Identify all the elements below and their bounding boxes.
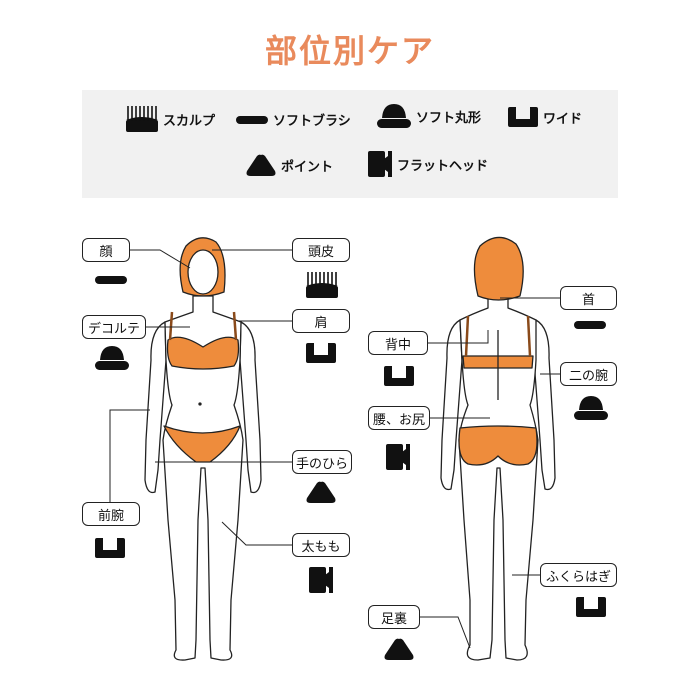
legend-label: ソフト丸形 [416,110,482,126]
legend-label: ポイント [281,159,334,175]
soft-brush-icon [95,276,127,284]
front-briefs [163,425,241,463]
back-briefs [458,425,538,466]
point-icon [384,637,414,661]
page-title: 部位別ケア [264,32,435,70]
label-hips: 腰、お尻 [368,406,430,430]
wide-icon [576,597,606,617]
legend-item-wide: ワイド [508,107,582,127]
back-left-arm [440,319,463,491]
wide-icon [384,366,414,386]
soft-round-icon [574,396,608,420]
scalp-icon [306,272,338,298]
flat-head-icon [386,444,410,470]
front-left-arm [144,321,167,494]
label-neck: 首 [560,286,617,310]
soft-round-icon [95,346,129,370]
label-calf: ふくらはぎ [540,563,617,587]
soft-brush-icon [574,321,606,329]
label-scalp: 頭皮 [292,238,350,262]
label-face: 顔 [82,238,130,262]
legend: スカルプ ソフトブラシ ソフト丸形 ワイド ポイント フラットヘッド [82,90,618,198]
flat-head-icon [309,567,333,593]
label-palm: 手のひら [292,450,352,474]
label-thigh: 太もも [292,533,350,557]
legend-label: ワイド [543,111,583,127]
front-right-arm [239,321,262,494]
legend-label: スカルプ [163,113,216,129]
leader-lines [109,249,560,649]
legend-label: ソフトブラシ [273,114,351,129]
label-decollete: デコルテ [82,315,146,339]
wide-icon [306,343,336,363]
back-figure [440,236,556,661]
front-figure [144,237,262,661]
front-face [187,249,219,295]
back-hair [473,236,524,301]
front-torso-legs [162,295,244,661]
legend-label: フラットヘッド [397,158,489,174]
wide-icon [95,538,125,558]
legend-item-soft-round: ソフト丸形 [377,104,481,128]
front-bra [166,336,240,370]
label-shoulder: 肩 [292,309,350,333]
label-back: 背中 [368,331,428,355]
label-upper-arm: 二の腕 [560,362,617,386]
back-torso-legs [458,291,539,661]
legend-item-point: ポイント [246,153,333,177]
legend-item-scalp: スカルプ [126,106,215,132]
back-right-arm [533,319,556,491]
label-sole: 足裏 [368,605,420,629]
point-icon [306,480,336,504]
legend-item-flat-head: フラットヘッド [368,151,488,177]
legend-item-soft-brush: ソフトブラシ [236,110,351,129]
label-forearm: 前腕 [82,502,140,526]
